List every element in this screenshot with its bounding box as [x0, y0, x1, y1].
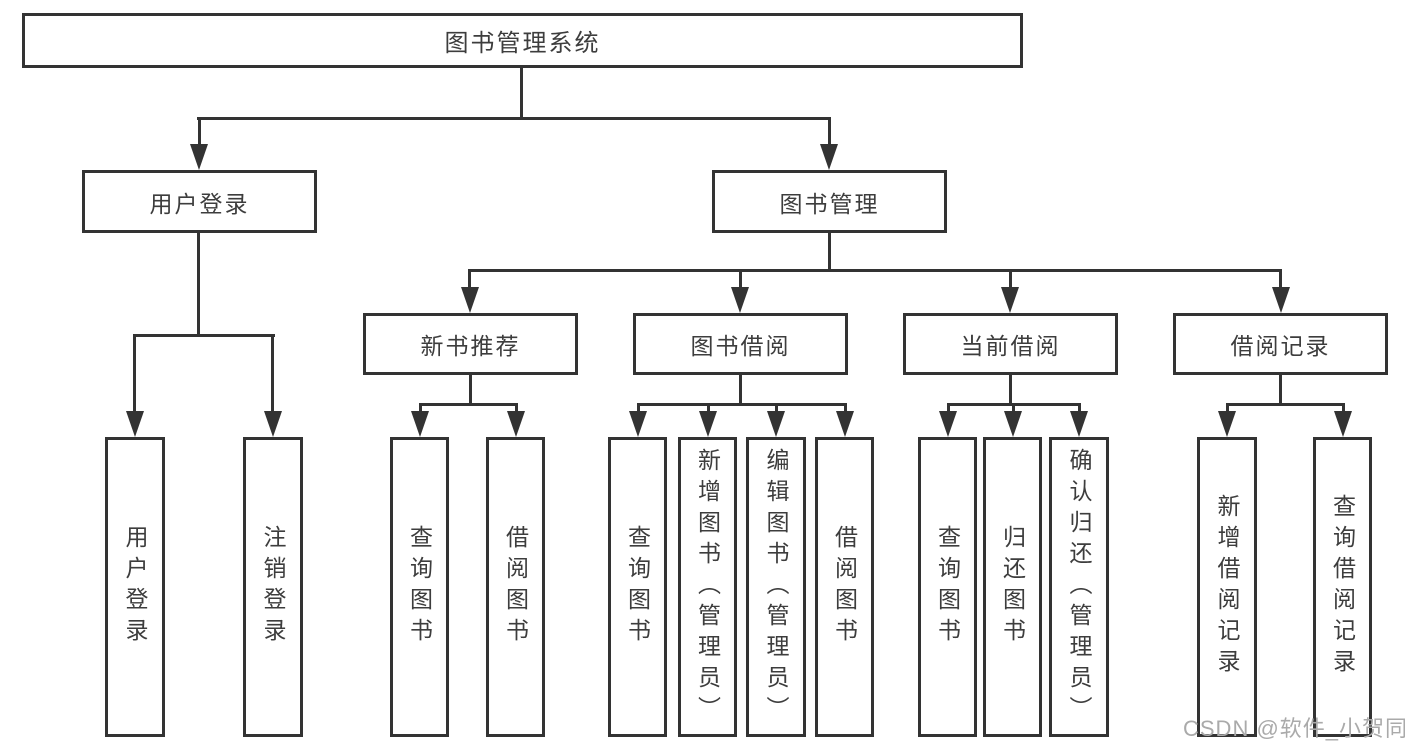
node-new-book-recommendation: 新书推荐: [363, 313, 578, 375]
connector-line: [739, 375, 742, 405]
node-borrowing-records: 借阅记录: [1173, 313, 1388, 375]
node-book-management: 图书管理: [712, 170, 947, 233]
connector-line: [197, 117, 831, 120]
connector-line: [775, 403, 778, 411]
connector-line: [1279, 375, 1282, 405]
leaf-borrow-books-borrowing: 借阅图书: [815, 437, 874, 737]
arrowhead-icon: [1272, 287, 1290, 313]
arrowhead-icon: [411, 411, 429, 437]
connector-line: [1009, 375, 1012, 405]
arrowhead-icon: [699, 411, 717, 437]
arrowhead-icon: [939, 411, 957, 437]
node-book-borrowing: 图书借阅: [633, 313, 848, 375]
leaf-query-borrow-record: 查询借阅记录: [1313, 437, 1372, 737]
leaf-borrow-books-recommend: 借阅图书: [486, 437, 545, 737]
leaf-user-login: 用户登录: [105, 437, 165, 737]
connector-line: [1226, 403, 1229, 411]
connector-line: [1226, 403, 1344, 406]
leaf-edit-books-admin: 编辑图书（管理员）: [746, 437, 806, 737]
connector-line: [419, 403, 422, 411]
connector-line: [637, 403, 640, 411]
connector-line: [828, 117, 831, 145]
leaf-add-books-admin: 新增图书（管理员）: [678, 437, 737, 737]
arrowhead-icon: [507, 411, 525, 437]
connector-line: [1012, 403, 1015, 411]
arrowhead-icon: [820, 144, 838, 170]
connector-line: [707, 403, 710, 411]
connector-line: [468, 269, 471, 287]
leaf-return-books: 归还图书: [983, 437, 1042, 737]
arrowhead-icon: [1070, 411, 1088, 437]
connector-line: [133, 334, 275, 337]
node-user-login: 用户登录: [82, 170, 317, 233]
arrowhead-icon: [126, 411, 144, 437]
leaf-logout: 注销登录: [243, 437, 303, 737]
arrowhead-icon: [731, 287, 749, 313]
connector-line: [520, 68, 523, 120]
arrowhead-icon: [1218, 411, 1236, 437]
connector-line: [469, 375, 472, 405]
connector-line: [133, 334, 136, 411]
connector-line: [947, 403, 950, 411]
connector-line: [828, 233, 831, 272]
leaf-confirm-return-admin: 确认归还（管理员）: [1049, 437, 1109, 737]
leaf-query-books-current: 查询图书: [918, 437, 977, 737]
connector-line: [515, 403, 518, 411]
arrowhead-icon: [629, 411, 647, 437]
node-current-borrowing: 当前借阅: [903, 313, 1118, 375]
leaf-query-books-borrowing: 查询图书: [608, 437, 667, 737]
arrowhead-icon: [767, 411, 785, 437]
arrowhead-icon: [1004, 411, 1022, 437]
connector-line: [198, 117, 201, 145]
connector-line: [637, 403, 846, 406]
arrowhead-icon: [190, 144, 208, 170]
arrowhead-icon: [836, 411, 854, 437]
connector-line: [739, 269, 742, 287]
connector-line: [1009, 269, 1012, 287]
arrowhead-icon: [461, 287, 479, 313]
connector-line: [271, 334, 274, 411]
node-library-management-system: 图书管理系统: [22, 13, 1023, 68]
arrowhead-icon: [1334, 411, 1352, 437]
connector-line: [1342, 403, 1345, 411]
connector-line: [844, 403, 847, 411]
arrowhead-icon: [1001, 287, 1019, 313]
connector-line: [1279, 269, 1282, 287]
connector-line: [419, 403, 518, 406]
connector-line: [1078, 403, 1081, 411]
leaf-query-books-recommend: 查询图书: [390, 437, 449, 737]
connector-line: [197, 233, 200, 337]
csdn-watermark: CSDN @软件_小贺同学: [1183, 716, 1405, 741]
connector-line: [468, 269, 1282, 272]
leaf-add-borrow-record: 新增借阅记录: [1197, 437, 1257, 737]
arrowhead-icon: [264, 411, 282, 437]
